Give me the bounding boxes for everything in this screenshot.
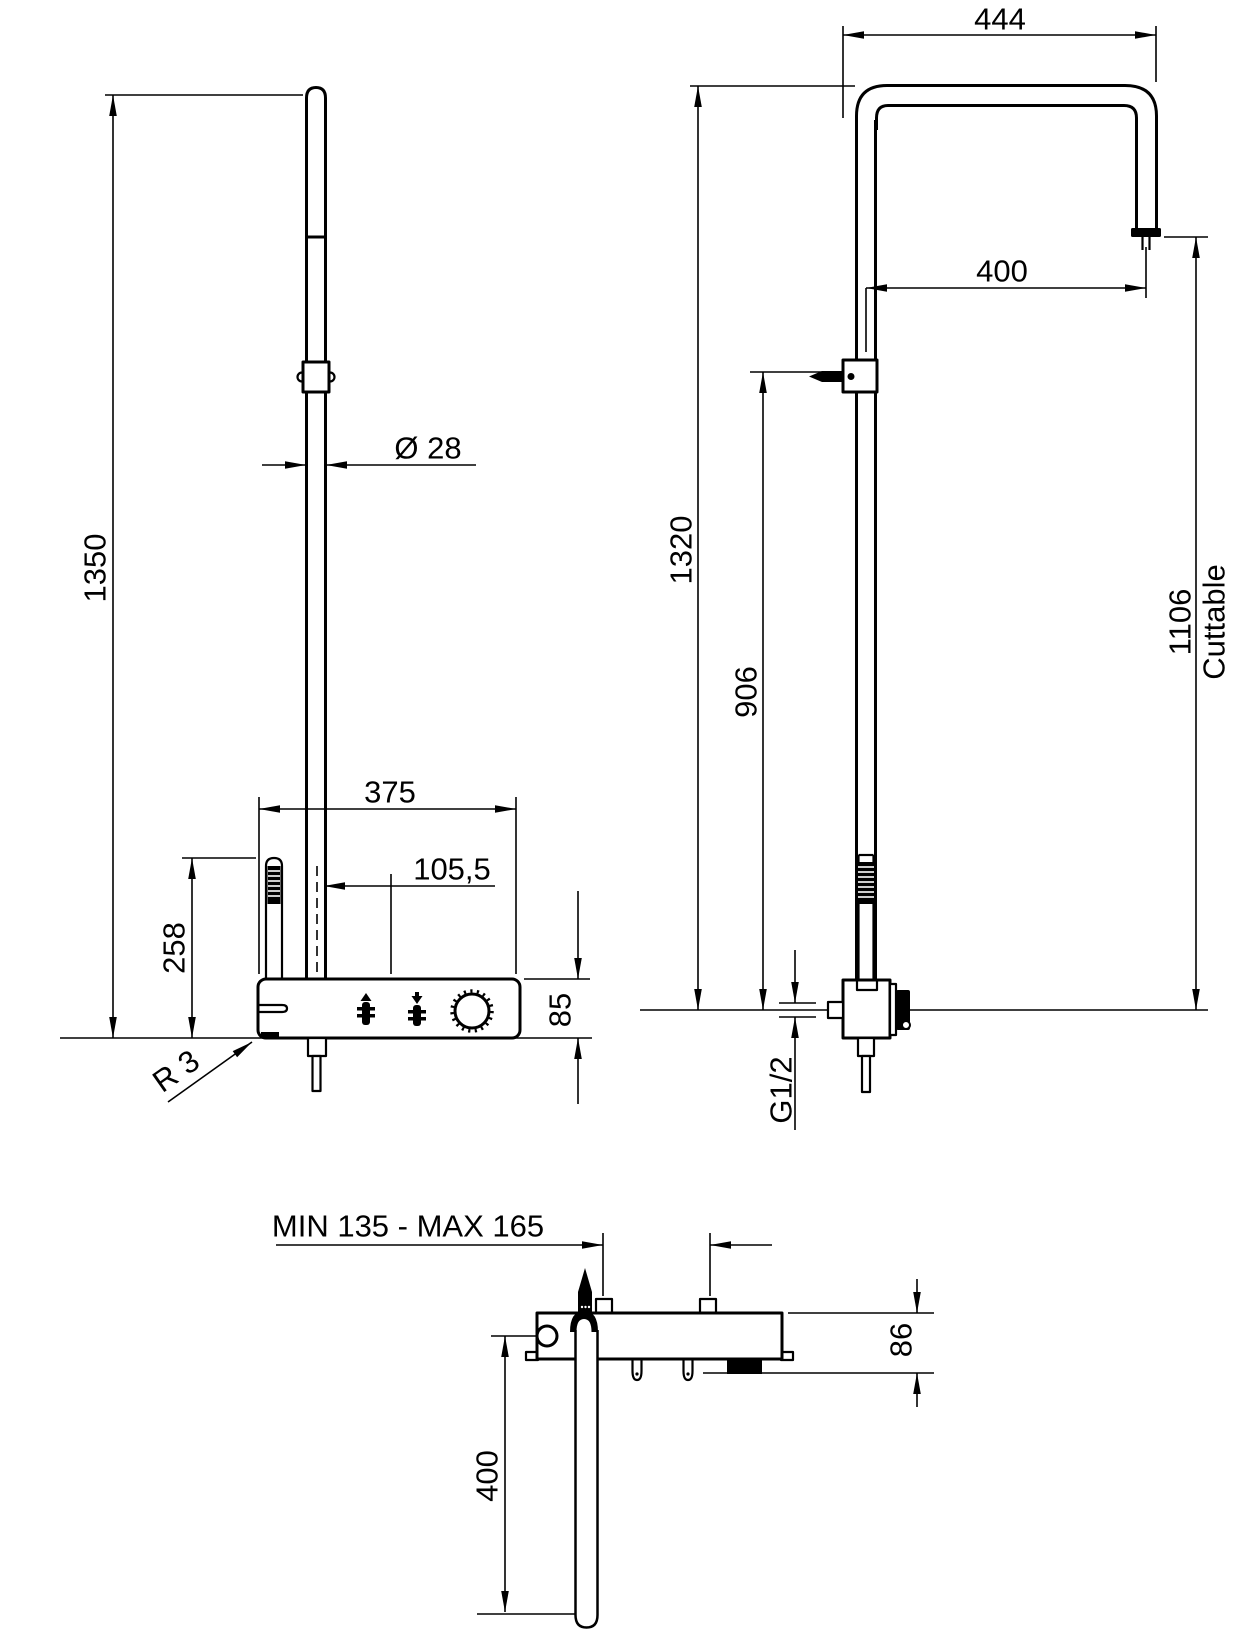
dim-label-105-5: 105,5 (413, 852, 491, 887)
dim-front-shelf-width: 375 (258, 775, 517, 974)
dim-plan-bracket-spacing: MIN 135 - MAX 165 (272, 1209, 772, 1296)
plan-view: MIN 135 - MAX 165 86 400 (272, 1209, 934, 1629)
dim-front-shelf-height: 85 (524, 891, 590, 1104)
arrow-down-shower-icon (408, 992, 426, 1026)
dim-front-handset-height: 258 (157, 857, 256, 1038)
dim-label-cuttable: Cuttable (1197, 564, 1232, 679)
shelf-notch (258, 1003, 289, 1014)
dim-label-1350: 1350 (78, 534, 113, 603)
dim-label-1320: 1320 (664, 516, 699, 585)
dim-label-258: 258 (157, 922, 192, 974)
handshower-nozzle (578, 1268, 592, 1312)
front-slider-bracket (301, 360, 331, 394)
arrow-up-shower-icon (357, 993, 375, 1025)
box-notch (855, 981, 879, 992)
shelf-foot (261, 1032, 279, 1037)
dim-front-center-offset: 105,5 (316, 852, 495, 976)
front-view: 1350 258 Ø 28 375 (60, 86, 592, 1104)
side-wall-bracket (809, 358, 879, 394)
dim-label-diameter-28: Ø 28 (394, 431, 461, 466)
arm-end-cap (1131, 228, 1161, 237)
front-handshower (264, 856, 284, 979)
front-objects (256, 86, 522, 1093)
handshower-grip-stripes (858, 866, 874, 898)
plan-handshower (570, 1268, 599, 1629)
bracket-screw (809, 371, 843, 382)
column-cross-section (535, 1324, 559, 1348)
dim-label-444: 444 (974, 2, 1026, 37)
plan-objects (524, 1268, 795, 1629)
front-column-tube (296, 86, 336, 979)
side-control-box (826, 978, 911, 1040)
knurled-knob-icon (450, 989, 494, 1033)
plan-knob-top (727, 1359, 762, 1374)
dim-plan-handset-length: 400 (470, 1335, 577, 1615)
dim-side-total-height: 1320 (664, 85, 855, 1010)
side-handshower (857, 853, 875, 980)
side-shower-arm (855, 84, 1161, 250)
dim-side-cuttable: 1106 Cuttable (1163, 236, 1232, 1010)
box-inlet-stub (826, 1000, 845, 1020)
front-shelf (256, 977, 522, 1040)
dim-front-tube-diameter: Ø 28 (262, 431, 476, 469)
plan-plug-1 (631, 1359, 643, 1382)
handshower-grip-stripes (268, 870, 280, 897)
front-dimensions: 1350 258 Ø 28 375 (60, 94, 592, 1104)
dim-label-1106: 1106 (1163, 589, 1198, 656)
dim-label-400-plan: 400 (470, 1450, 505, 1502)
dim-label-400-side: 400 (976, 254, 1028, 289)
dim-side-arm-width: 444 (842, 2, 1157, 118)
plan-dimensions: MIN 135 - MAX 165 86 400 (272, 1209, 934, 1615)
wall-bracket-left (594, 1297, 614, 1315)
dim-side-inlet-thread: G1/2 (764, 950, 816, 1130)
side-objects (809, 84, 1161, 1094)
dim-label-85: 85 (543, 993, 578, 1027)
dim-side-arm-projection: 400 (865, 247, 1147, 352)
wall-bracket-right (698, 1297, 718, 1315)
dim-label-r3: R 3 (146, 1043, 206, 1099)
side-dimensions: 444 400 1320 906 (640, 2, 1232, 1130)
dim-label-375: 375 (364, 775, 416, 810)
plan-plug-2 (682, 1359, 694, 1382)
plan-shelf-body (524, 1297, 795, 1382)
front-hose-outlet (306, 1036, 328, 1093)
side-hose-outlet (856, 1036, 876, 1094)
dim-label-86: 86 (884, 1323, 919, 1357)
dim-label-min-max: MIN 135 - MAX 165 (272, 1209, 544, 1244)
dim-label-g12: G1/2 (764, 1056, 799, 1123)
handshower-collar (570, 1311, 598, 1332)
side-column-tube (855, 120, 877, 980)
side-view: 444 400 1320 906 (640, 2, 1232, 1130)
dim-label-906: 906 (729, 666, 764, 718)
dim-side-inlet-height: 906 (729, 371, 842, 1010)
dim-front-corner-radius: R 3 (146, 1041, 253, 1103)
side-knob (896, 990, 910, 1030)
